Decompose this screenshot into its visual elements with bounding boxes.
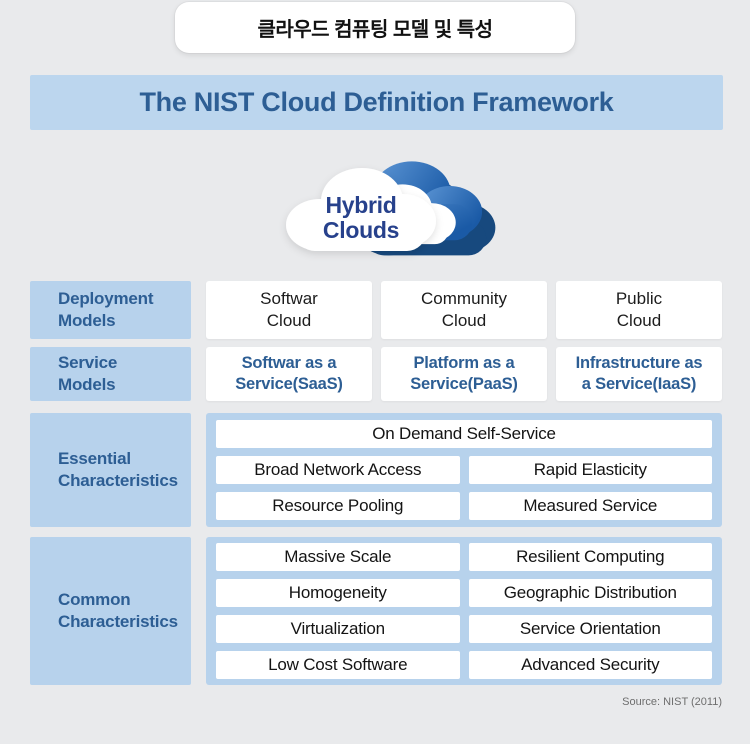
topic-tab: 클라우드 컴퓨팅 모델 및 특성: [175, 2, 575, 53]
header-bar: The NIST Cloud Definition Framework: [30, 75, 723, 130]
deployment-cell-community-cloud: Community Cloud: [381, 281, 547, 339]
service-cell-saas: Softwar as a Service(SaaS): [206, 347, 372, 401]
characteristic-bar-resource-pooling: Resource Pooling: [216, 492, 460, 520]
characteristic-bar-advanced-security: Advanced Security: [468, 651, 712, 679]
hybrid-clouds-graphic: Hybrid Clouds: [276, 140, 511, 268]
cloud-label-line1: Hybrid: [325, 192, 396, 218]
row-label-common-characteristics: Common Characteristics: [30, 537, 191, 685]
cloud-icon: Hybrid Clouds: [286, 161, 496, 256]
cloud-label-line2: Clouds: [323, 217, 399, 243]
common-characteristics-panel: Massive Scale Resilient Computing Homoge…: [206, 537, 722, 685]
characteristic-bar-virtualization: Virtualization: [216, 615, 460, 643]
characteristic-bar-geographic-distribution: Geographic Distribution: [468, 579, 712, 607]
characteristic-bar-resilient-computing: Resilient Computing: [468, 543, 712, 571]
source-note: Source: NIST (2011): [622, 696, 722, 708]
row-label-deployment-models: Deployment Models: [30, 281, 191, 339]
row-label-service-models: Service Models: [30, 347, 191, 401]
essential-characteristics-panel: On Demand Self-Service Broad Network Acc…: [206, 413, 722, 527]
service-cell-paas: Platform as a Service(PaaS): [381, 347, 547, 401]
characteristic-bar-service-orientation: Service Orientation: [468, 615, 712, 643]
characteristic-bar-low-cost-software: Low Cost Software: [216, 651, 460, 679]
service-cell-iaas: Infrastructure as a Service(IaaS): [556, 347, 722, 401]
characteristic-bar-homogeneity: Homogeneity: [216, 579, 460, 607]
characteristic-bar-broad-network-access: Broad Network Access: [216, 456, 460, 484]
page-title: The NIST Cloud Definition Framework: [139, 87, 614, 117]
deployment-cell-softwar-cloud: Softwar Cloud: [206, 281, 372, 339]
characteristic-bar-measured-service: Measured Service: [468, 492, 712, 520]
row-label-essential-characteristics: Essential Characteristics: [30, 413, 191, 527]
characteristic-bar-on-demand-self-service: On Demand Self-Service: [216, 420, 712, 448]
characteristic-bar-rapid-elasticity: Rapid Elasticity: [468, 456, 712, 484]
deployment-cell-public-cloud: Public Cloud: [556, 281, 722, 339]
topic-tab-label: 클라우드 컴퓨팅 모델 및 특성: [257, 19, 493, 41]
characteristic-bar-massive-scale: Massive Scale: [216, 543, 460, 571]
